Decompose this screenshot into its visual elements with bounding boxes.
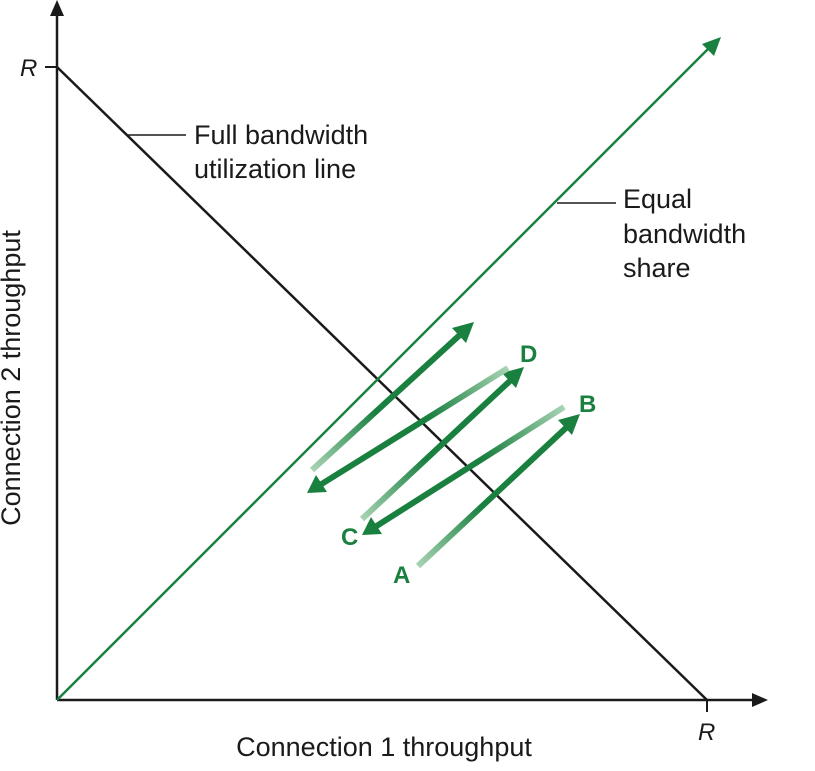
equal-bandwidth-share-line (56, 47, 710, 701)
y-max-label: R (20, 55, 37, 82)
x-max-label: R (698, 719, 715, 746)
y-axis-arrowhead (50, 0, 64, 16)
point-label-d: D (520, 341, 537, 368)
full-bandwidth-label-line2: utilization line (194, 154, 356, 184)
y-axis-label: Connection 2 throughput (0, 230, 26, 526)
full-bandwidth-utilization-line (56, 66, 708, 701)
arrowhead-c (362, 517, 382, 535)
arrowhead-d (502, 367, 524, 388)
convergence-path (307, 322, 580, 569)
point-label-b: B (579, 391, 596, 418)
path-segment-d-e (318, 365, 510, 488)
equal-share-label-line1: Equal (623, 184, 692, 214)
point-label-c: C (341, 524, 358, 551)
path-segment-a-b (415, 423, 571, 569)
arrowhead-f (452, 322, 474, 343)
x-axis-label: Connection 1 throughput (236, 732, 532, 762)
equal-share-arrowhead (702, 37, 721, 56)
path-segment-c-d (359, 376, 515, 522)
equal-share-label-line2: bandwidth (623, 219, 746, 249)
full-bandwidth-label-line1: Full bandwidth (194, 120, 368, 150)
equal-share-label-line3: share (623, 253, 691, 283)
path-segment-b-c (373, 404, 566, 530)
x-axis-arrowhead (752, 693, 768, 707)
arrowhead-b (558, 414, 580, 435)
path-segment-e-f (309, 330, 465, 473)
point-label-a: A (393, 562, 410, 589)
arrowhead-e (307, 475, 327, 493)
axes (55, 12, 756, 702)
